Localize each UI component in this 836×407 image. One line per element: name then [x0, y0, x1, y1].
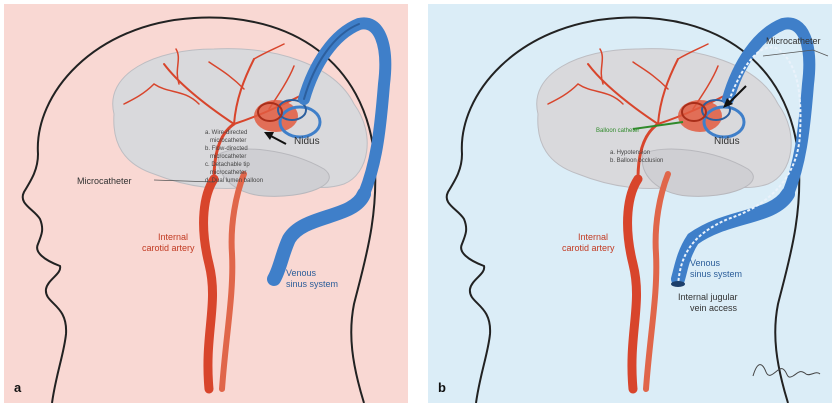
venous-label-line2: sinus system: [690, 269, 742, 279]
option-line: d. Dual lumen balloon: [205, 178, 263, 184]
jugular-access-port: [671, 281, 685, 287]
panel-a: Nidus Microcatheter a. Wire-directed mic…: [4, 4, 408, 403]
panel-letter-b: b: [438, 380, 446, 395]
option-line: microcatheter: [210, 154, 246, 160]
internal-carotid-label-line2: carotid artery: [562, 243, 615, 253]
option-line: b. Balloon occlusion: [610, 158, 663, 164]
venous-label-line1: Venous: [286, 268, 317, 278]
panel-a-illustration: Nidus Microcatheter a. Wire-directed mic…: [4, 4, 408, 403]
microcatheter-label: Microcatheter: [77, 176, 132, 186]
option-line: microcatheter: [210, 170, 246, 176]
internal-carotid-label-line1: Internal: [578, 232, 608, 242]
panel-b-illustration: Microcatheter Nidus Balloon catheter a. …: [428, 4, 832, 403]
option-line: microcatheter: [210, 138, 246, 144]
internal-carotid-label-line1: Internal: [158, 232, 188, 242]
nidus-label: Nidus: [714, 136, 740, 147]
balloon-catheter-label: Balloon catheter: [596, 128, 639, 134]
internal-carotid-label-line2: carotid artery: [142, 243, 195, 253]
jugular-label-line1: Internal jugular: [678, 292, 738, 302]
option-line: a. Hypotension: [610, 150, 650, 156]
option-line: b. Flow-directed: [205, 146, 248, 152]
panel-letter-a: a: [14, 380, 22, 395]
microcatheter-label: Microcatheter: [766, 36, 821, 46]
nidus-label: Nidus: [294, 136, 320, 147]
option-line: c. Detachable tip: [205, 162, 250, 168]
venous-label-line2: sinus system: [286, 279, 338, 289]
option-line: a. Wire-directed: [205, 130, 247, 136]
jugular-label-line2: vein access: [690, 303, 738, 313]
panel-b: Microcatheter Nidus Balloon catheter a. …: [428, 4, 832, 403]
venous-label-line1: Venous: [690, 258, 721, 268]
